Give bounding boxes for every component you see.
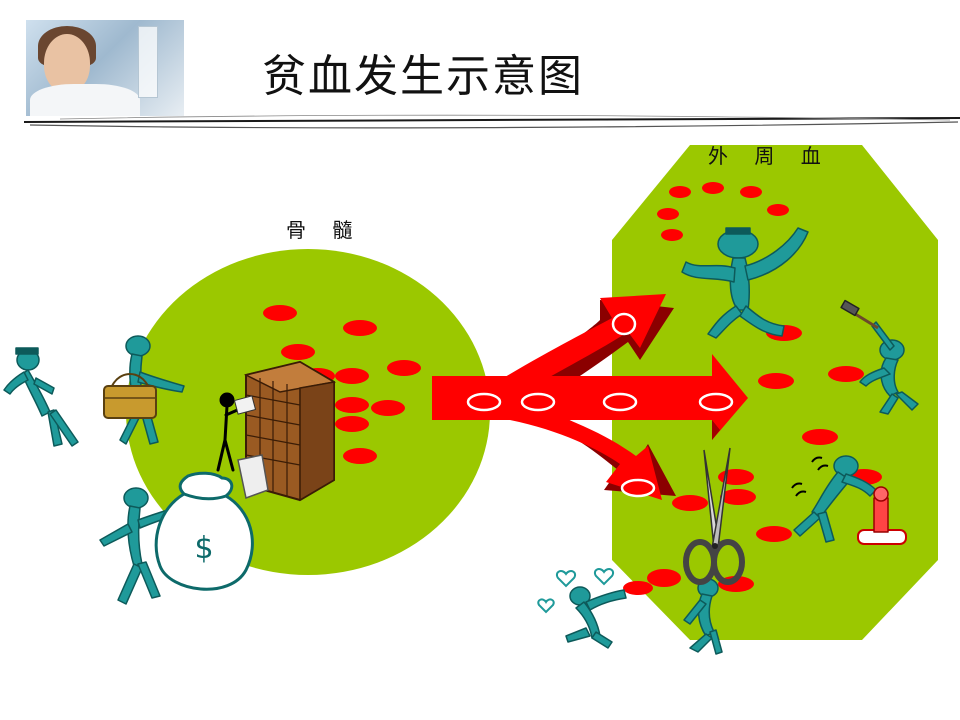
motion-marks (791, 456, 829, 497)
slide-title: 贫血发生示意图 (262, 51, 584, 102)
scissor-figure (683, 578, 723, 655)
scissors-icon (683, 447, 745, 585)
cell-cabinet (243, 360, 337, 502)
plunger-icon (857, 486, 907, 545)
bone-marrow-label: 骨 髓 (286, 218, 363, 242)
hammer-figure (859, 321, 919, 415)
peripheral-blood-label: 外 周 血 (708, 144, 831, 168)
dancing-figure (681, 227, 809, 339)
money-symbol: $ (194, 531, 213, 566)
paper-stack (233, 395, 269, 500)
money-figure (99, 487, 183, 605)
lab-photo (26, 20, 184, 116)
cell-flow-arrow (432, 294, 748, 500)
worker-figure (216, 392, 244, 472)
satchel-icon (103, 373, 157, 419)
heart-icon (537, 568, 614, 614)
marrow-cells (263, 305, 421, 464)
pushing-figure (793, 455, 877, 543)
hammer-icon (840, 299, 879, 330)
teal-figures (3, 227, 919, 655)
header-divider (23, 114, 960, 129)
money-bag-icon: $ (154, 471, 254, 591)
confused-figure (3, 347, 79, 447)
heart-figure (565, 586, 627, 649)
